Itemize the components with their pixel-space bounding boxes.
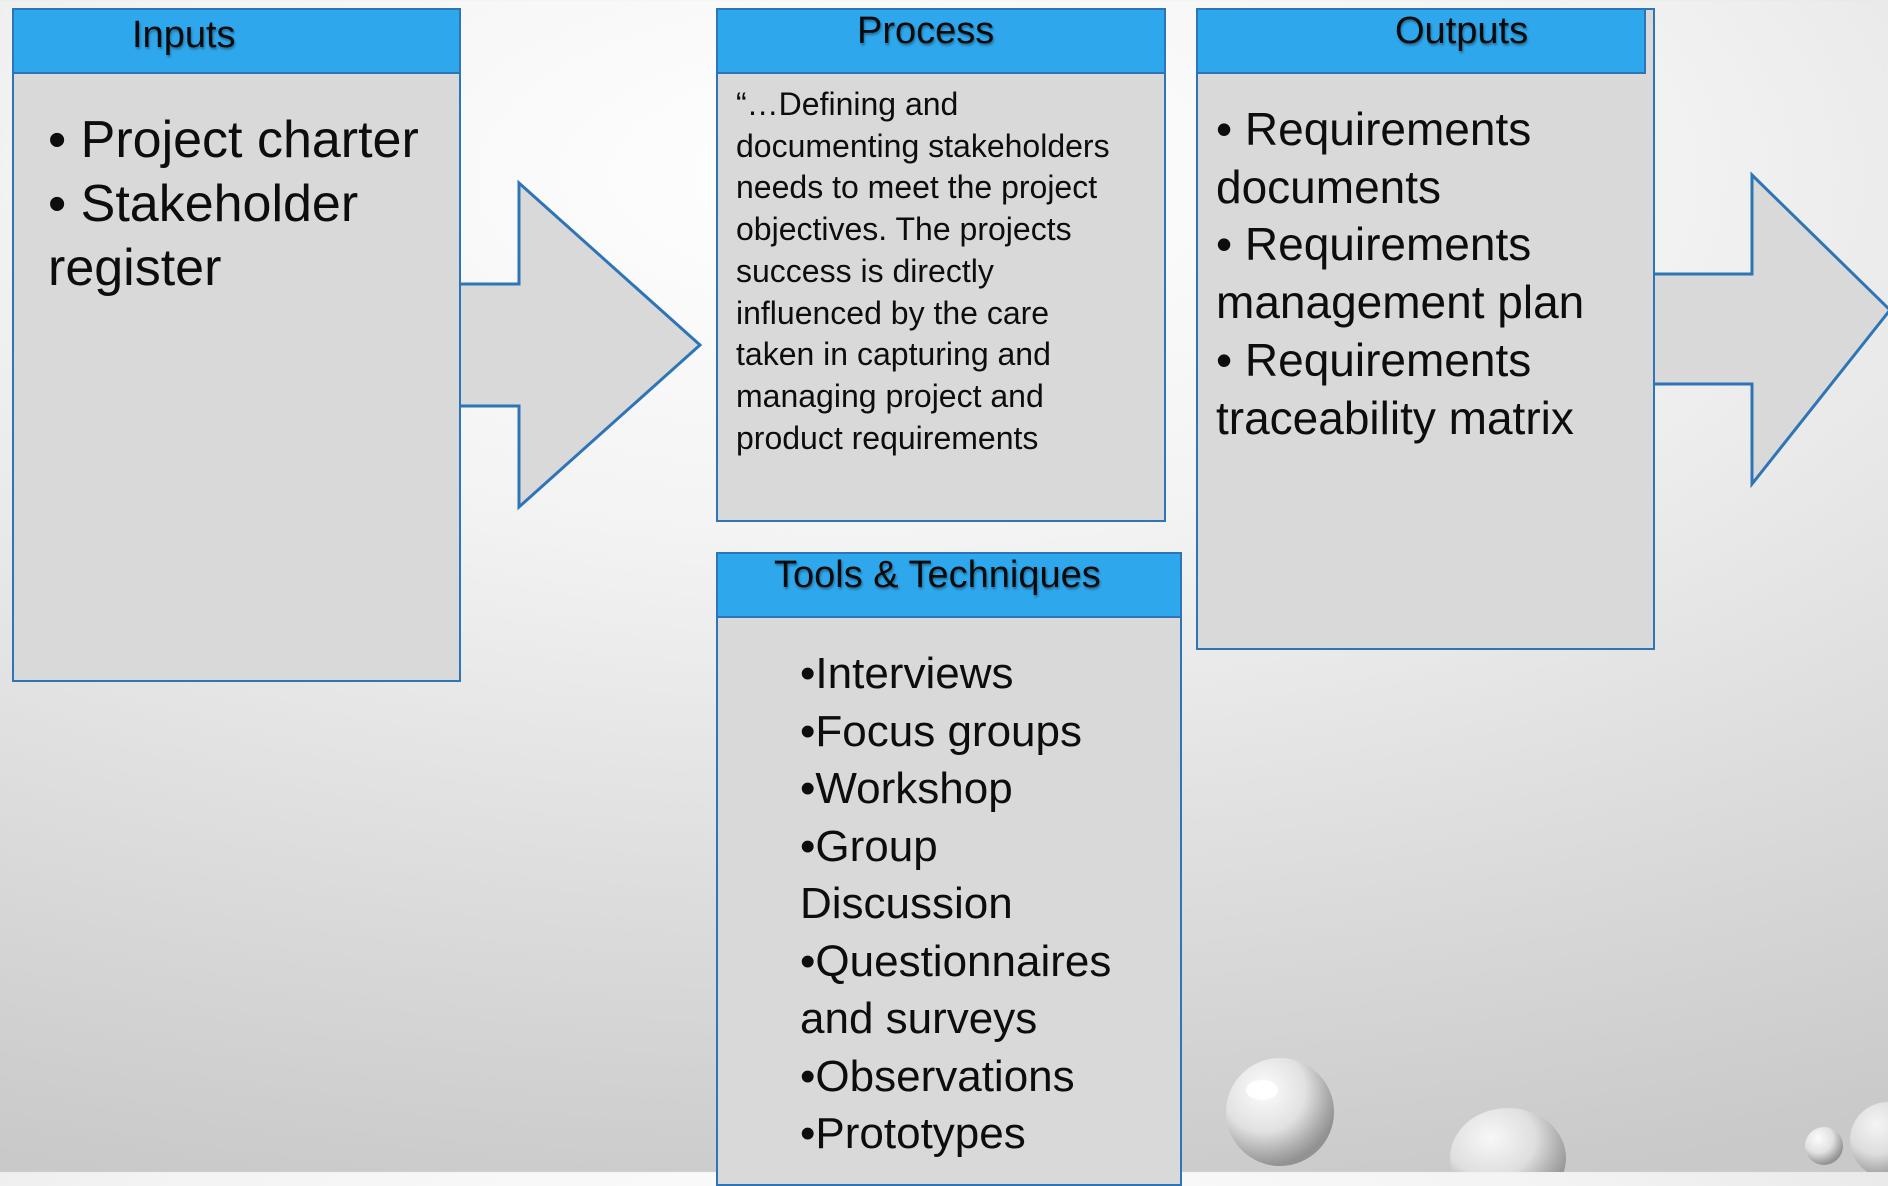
outputs-list: • Requirements documents • Requirements … xyxy=(1216,101,1636,447)
tools-item: •Interviews xyxy=(800,649,1014,698)
inputs-item: • Stakeholder register xyxy=(48,175,359,297)
outputs-item: • Requirements documents xyxy=(1216,103,1532,213)
process-description: “…Defining and documenting stakeholders … xyxy=(736,86,1110,456)
tools-title: Tools & Techniques xyxy=(774,554,1101,596)
output-arrow xyxy=(1651,171,1888,489)
process-box xyxy=(716,72,1166,522)
inputs-list: • Project charter • Stakeholder register xyxy=(48,108,448,300)
tools-item: •Focus groups xyxy=(800,706,1082,756)
process-title: Process xyxy=(857,10,995,52)
input-arrow xyxy=(457,179,703,511)
water-droplets xyxy=(1226,1058,1888,1172)
tools-item: •Group Discussion xyxy=(800,821,1013,929)
outputs-title: Outputs xyxy=(1395,10,1529,52)
inputs-box xyxy=(12,72,461,682)
inputs-header: Inputs xyxy=(12,8,461,74)
tools-item: •Prototypes xyxy=(800,1109,1026,1158)
inputs-item: • Project charter xyxy=(48,111,419,169)
tools-item: •Observations xyxy=(800,1051,1075,1101)
tools-header: Tools & Techniques xyxy=(716,552,1182,618)
outputs-header: Outputs xyxy=(1196,8,1646,74)
outputs-box xyxy=(1196,8,1655,650)
outputs-item: • Requirements traceability matrix xyxy=(1216,333,1574,444)
process-header: Process xyxy=(716,8,1166,74)
outputs-item: • Requirements management plan xyxy=(1216,218,1585,329)
tools-item: •Questionnaires and surveys xyxy=(800,936,1112,1044)
inputs-title: Inputs xyxy=(132,14,236,56)
tools-list: •Interviews •Focus groups •Workshop •Gro… xyxy=(800,645,1170,1163)
tools-item: •Workshop xyxy=(800,764,1013,813)
